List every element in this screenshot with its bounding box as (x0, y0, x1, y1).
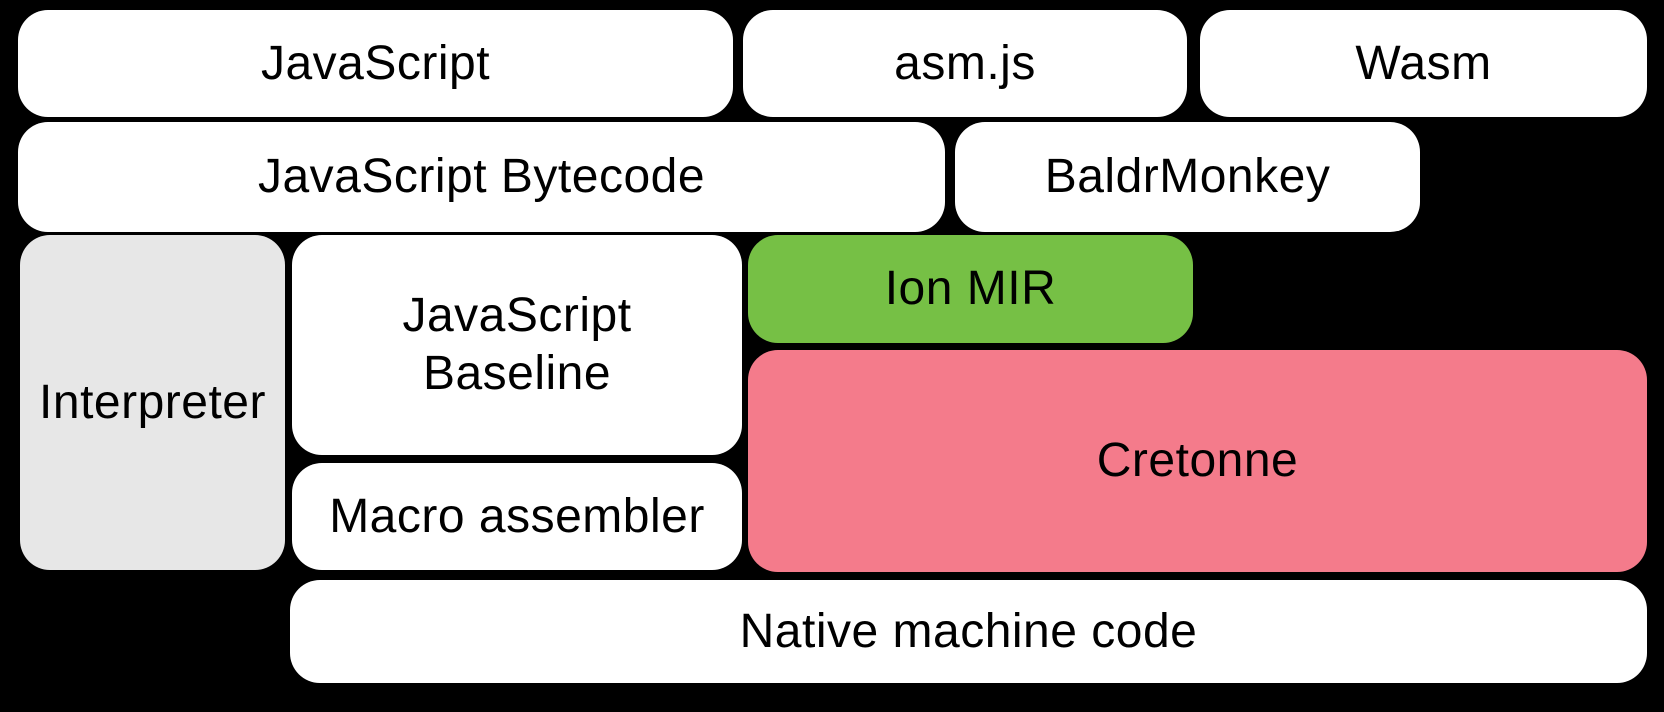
box-baldrmonkey: BaldrMonkey (955, 122, 1420, 232)
box-javascript-label: JavaScript (260, 36, 491, 90)
box-wasm: Wasm (1200, 10, 1647, 117)
box-cretonne-label: Cretonne (1096, 434, 1299, 488)
box-ion-mir-label: Ion MIR (884, 262, 1057, 316)
box-native-machine-code-label: Native machine code (739, 604, 1198, 658)
box-javascript-baseline: JavaScript Baseline (292, 235, 742, 455)
box-javascript-bytecode-label: JavaScript Bytecode (257, 150, 706, 204)
box-javascript-baseline-label: JavaScript Baseline (402, 289, 632, 400)
box-native-machine-code: Native machine code (290, 580, 1647, 683)
box-macro-assembler: Macro assembler (292, 463, 742, 570)
box-cretonne: Cretonne (748, 350, 1647, 572)
box-ion-mir: Ion MIR (748, 235, 1193, 343)
box-macro-assembler-label: Macro assembler (329, 489, 705, 543)
box-baldrmonkey-label: BaldrMonkey (1044, 150, 1331, 204)
box-asmjs: asm.js (743, 10, 1187, 117)
box-javascript: JavaScript (18, 10, 733, 117)
box-interpreter: Interpreter (20, 235, 285, 570)
box-javascript-bytecode: JavaScript Bytecode (18, 122, 945, 232)
box-interpreter-label: Interpreter (39, 375, 266, 429)
box-wasm-label: Wasm (1355, 36, 1492, 90)
box-asmjs-label: asm.js (894, 36, 1036, 90)
